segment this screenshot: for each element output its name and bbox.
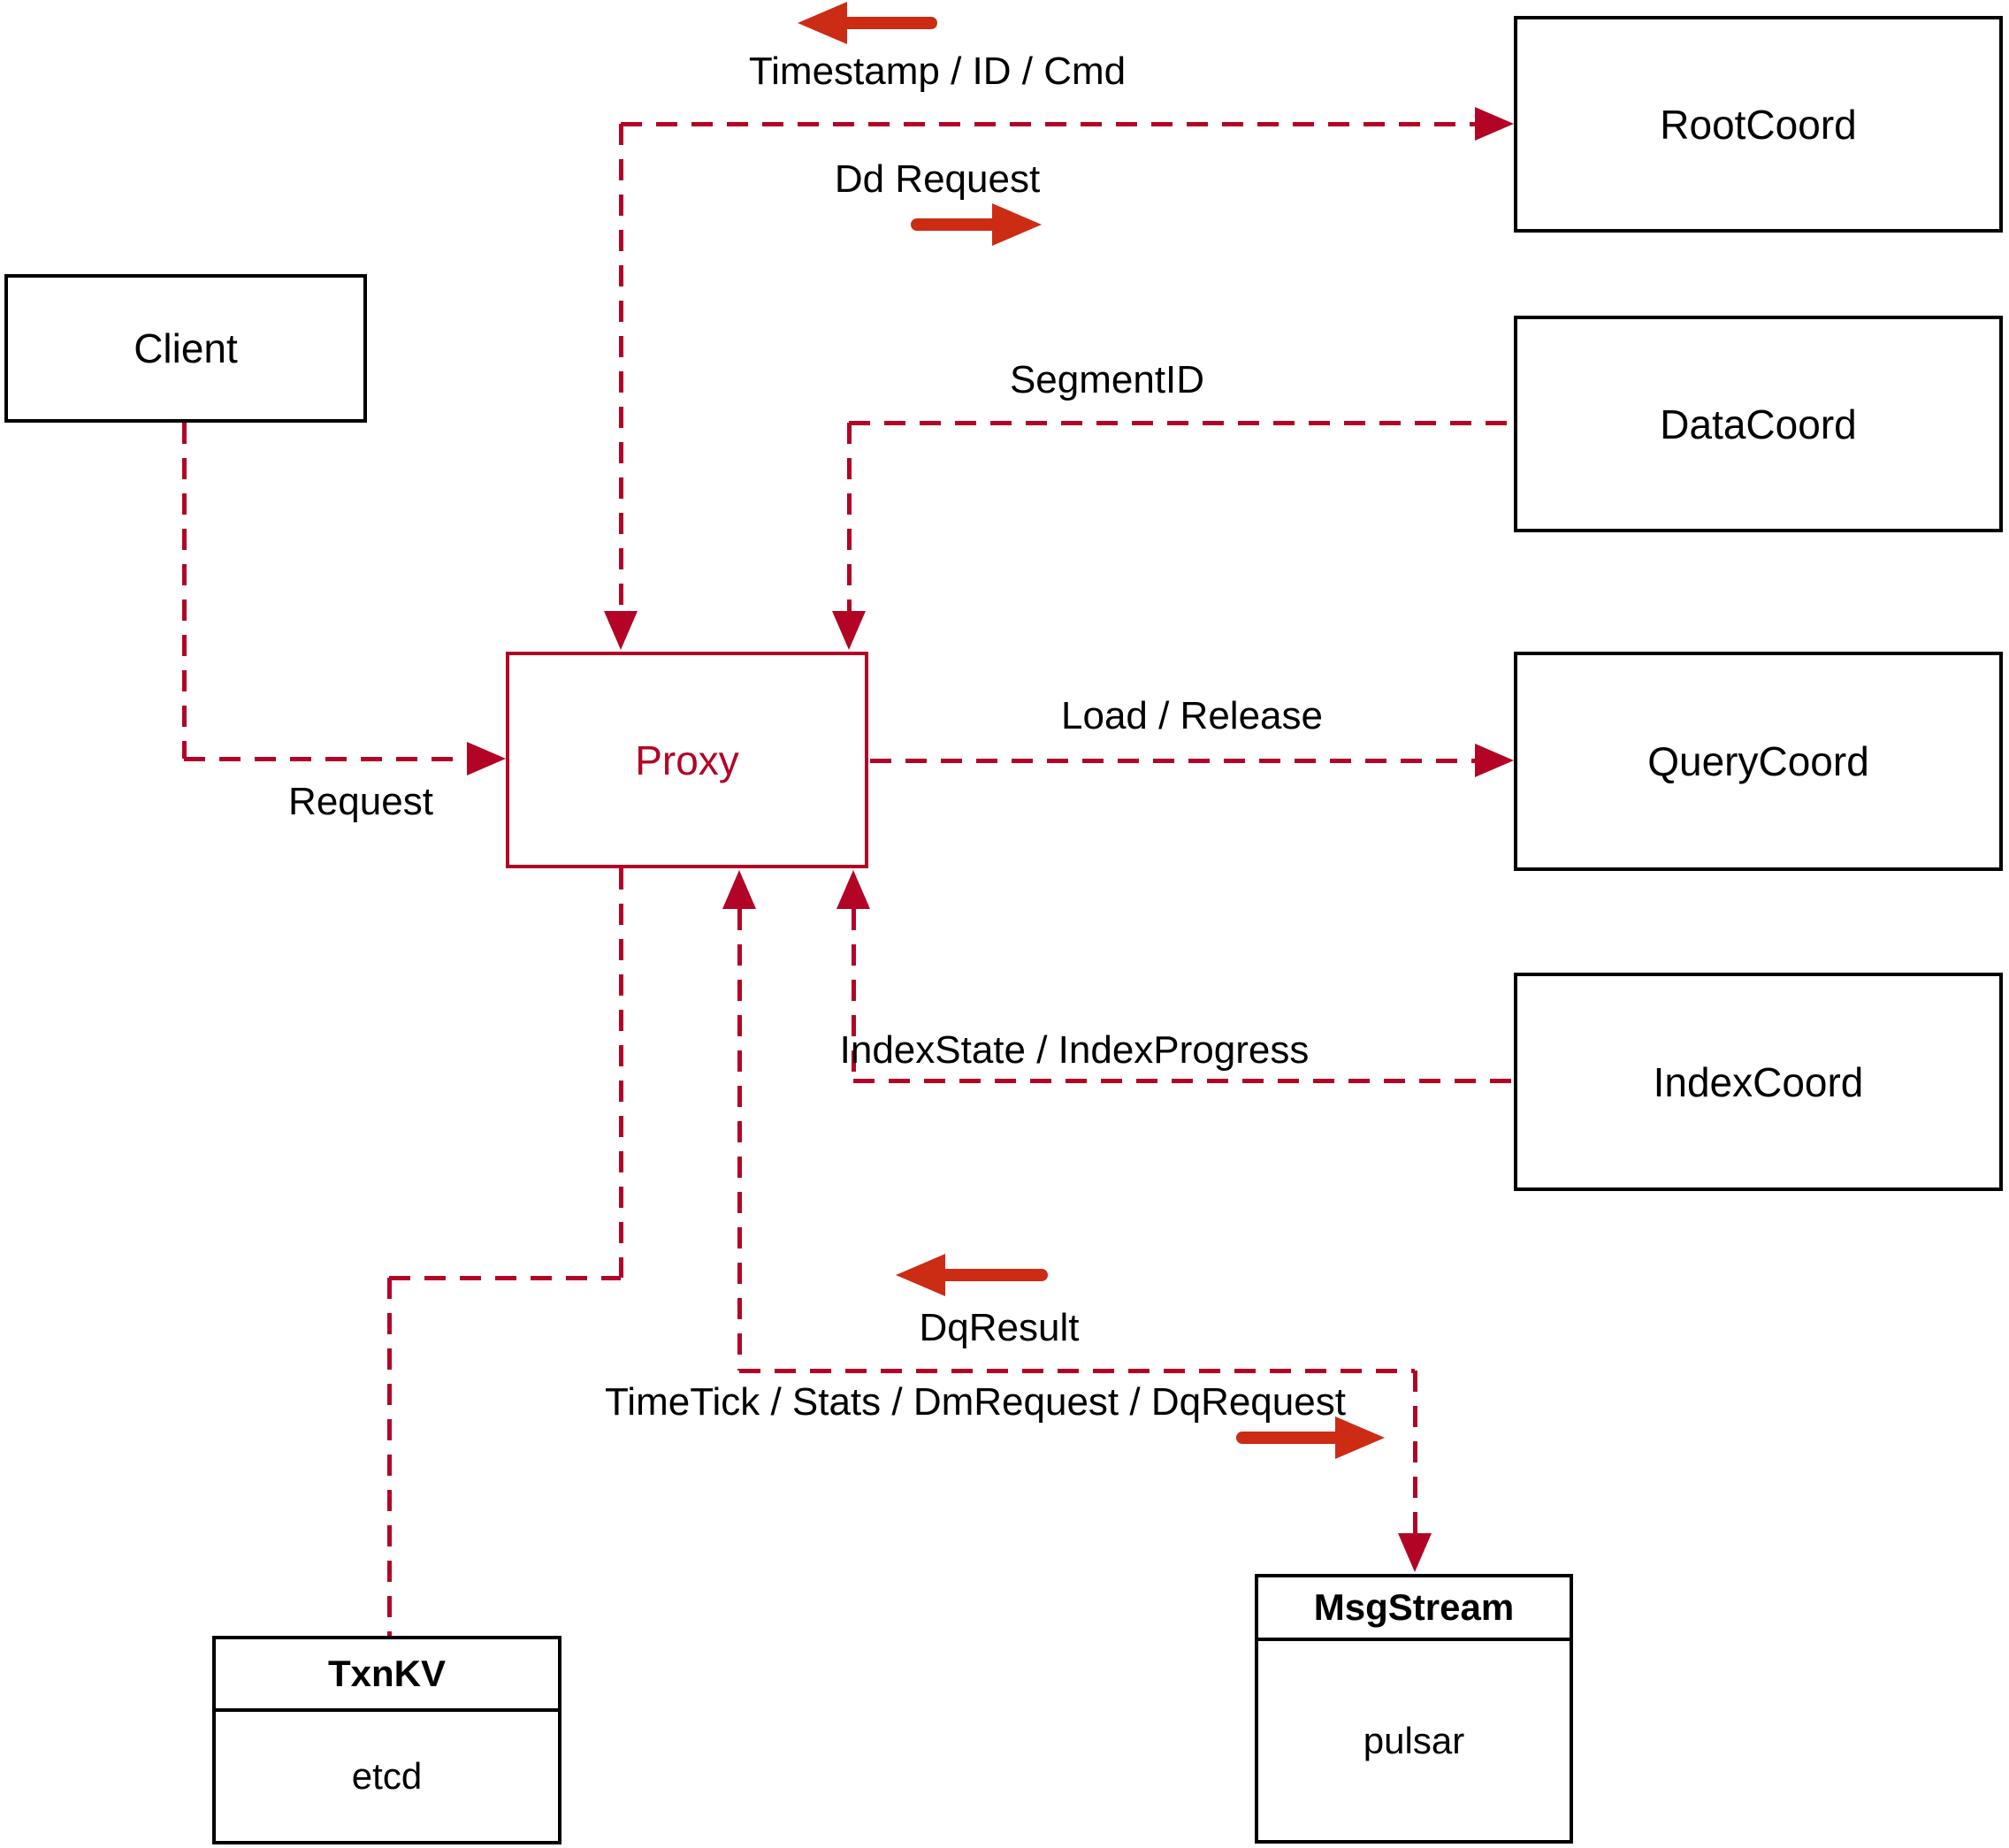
label-timestamp-id-cmd: Timestamp / ID / Cmd xyxy=(748,50,1127,93)
edge-proxy-querycoord-horizontal-segment xyxy=(870,759,1475,763)
flow-arrow-left-timestamp xyxy=(798,2,937,44)
flow-arrow-left-dqresult xyxy=(896,1254,1048,1296)
node-indexcoord-label: IndexCoord xyxy=(1653,1058,1864,1105)
arrowhead-into-proxy-top-left xyxy=(604,611,638,650)
edge-client-proxy-vertical-segment xyxy=(182,423,187,759)
edge-proxy-msgstream-vertical-segment-right xyxy=(1413,1371,1417,1533)
flow-arrow-right-timetick-shaft xyxy=(1236,1432,1346,1444)
arrowhead-into-proxy-bottom-left xyxy=(722,870,756,909)
node-msgstream-title: MsgStream xyxy=(1258,1577,1570,1641)
edge-datacoord-proxy-vertical-segment xyxy=(847,423,852,614)
node-rootcoord: RootCoord xyxy=(1514,16,2003,233)
flow-arrow-right-timetick xyxy=(1236,1417,1385,1459)
label-dd-request: Dd Request xyxy=(834,157,1041,201)
edge-proxy-rootcoord-horizontal-segment xyxy=(621,122,1477,126)
edge-indexcoord-proxy-vertical-segment xyxy=(852,909,856,1081)
label-load-release: Load / Release xyxy=(1061,694,1323,737)
flow-arrow-right-dd-request-shaft xyxy=(911,218,1003,231)
arrowhead-into-proxy-left xyxy=(467,742,506,775)
flow-arrow-left-timestamp-shaft xyxy=(836,17,937,29)
edge-client-proxy-horizontal-segment xyxy=(184,757,469,761)
edge-proxy-msgstream-horizontal-segment xyxy=(739,1369,1415,1373)
node-indexcoord: IndexCoord xyxy=(1514,973,2003,1191)
node-txnkv-title: TxnKV xyxy=(216,1639,558,1712)
node-client-label: Client xyxy=(134,325,238,371)
flow-arrow-left-dqresult-shaft xyxy=(935,1269,1048,1281)
label-request: Request xyxy=(288,780,433,823)
edge-indexcoord-proxy-horizontal-segment xyxy=(853,1079,1514,1083)
label-indexstate-indexprogress: IndexState / IndexProgress xyxy=(839,1028,1310,1072)
node-proxy: Proxy xyxy=(506,652,868,868)
arrowhead-into-msgstream xyxy=(1398,1533,1432,1572)
edge-proxy-txnkv-horizontal-segment xyxy=(389,1276,621,1280)
node-txnkv: TxnKV etcd xyxy=(212,1636,561,1844)
node-querycoord: QueryCoord xyxy=(1514,652,2003,871)
label-segmentid: SegmentID xyxy=(1009,358,1205,401)
node-datacoord-label: DataCoord xyxy=(1660,401,1857,447)
node-msgstream-subtitle: pulsar xyxy=(1363,1719,1465,1761)
edge-proxy-txnkv-vertical-segment-lower xyxy=(387,1278,392,1636)
node-txnkv-subtitle: etcd xyxy=(351,1755,423,1797)
flow-arrow-right-dd-request xyxy=(911,203,1042,246)
arrowhead-into-proxy-top-right xyxy=(832,611,866,650)
arrowhead-into-querycoord xyxy=(1475,744,1514,777)
label-timetick-stats: TimeTick / Stats / DmRequest / DqRequest xyxy=(605,1380,1346,1424)
node-querycoord-label: QueryCoord xyxy=(1647,738,1869,784)
arrowhead-into-proxy-bottom-right xyxy=(836,870,870,909)
edge-proxy-rootcoord-vertical-segment xyxy=(619,124,623,615)
node-client: Client xyxy=(4,274,367,423)
node-proxy-label: Proxy xyxy=(635,737,739,783)
arrowhead-into-rootcoord xyxy=(1475,107,1514,141)
edge-proxy-txnkv-vertical-segment-upper xyxy=(619,868,623,1278)
edge-proxy-msgstream-vertical-segment-left xyxy=(737,909,742,1371)
label-dqresult: DqResult xyxy=(919,1306,1080,1349)
node-datacoord: DataCoord xyxy=(1514,316,2003,532)
node-rootcoord-label: RootCoord xyxy=(1660,101,1857,148)
node-msgstream: MsgStream pulsar xyxy=(1255,1574,1573,1844)
edge-datacoord-proxy-horizontal-segment xyxy=(849,421,1514,425)
